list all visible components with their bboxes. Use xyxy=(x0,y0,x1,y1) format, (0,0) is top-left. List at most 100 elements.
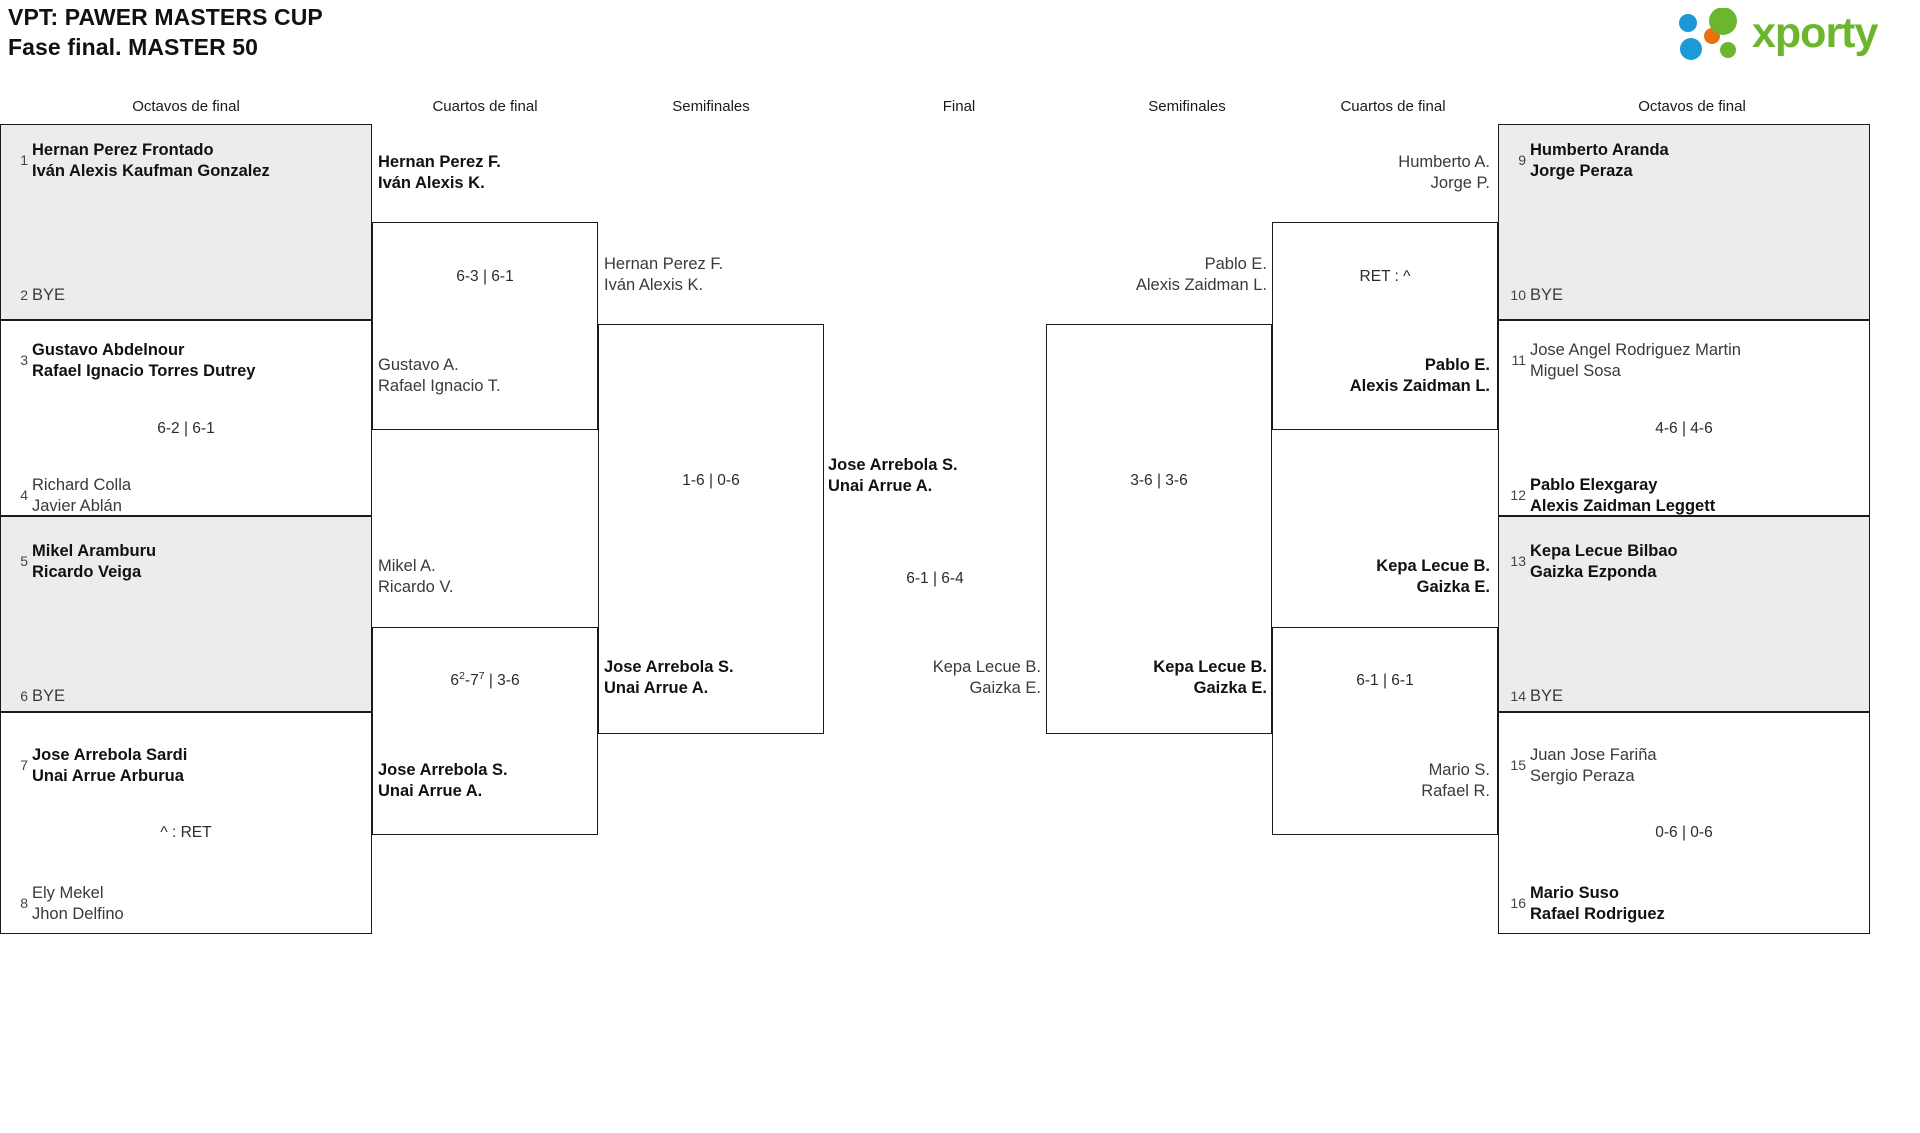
player-name: Iván Alexis Kaufman Gonzalez xyxy=(32,162,270,180)
player-name: Rafael Rodriguez xyxy=(1530,905,1665,923)
bye-label-10: BYE xyxy=(1530,286,1564,304)
round-header-semis-left: Semifinales xyxy=(672,98,750,115)
player-pair-8: Ely Mekel Jhon Delfino xyxy=(32,883,124,925)
seed-number-11: 11 xyxy=(1511,352,1526,368)
bye-label-2: BYE xyxy=(32,286,66,304)
player-pair-left-sf-bottom: Jose Arrebola S. Unai Arrue A. xyxy=(604,657,734,699)
match-box-left-sf[interactable] xyxy=(598,324,824,734)
player-pair-final-bottom: Kepa Lecue B. Gaizka E. xyxy=(824,657,1041,699)
player-name: Rafael Ignacio T. xyxy=(378,377,501,395)
player-pair-right-qf2-top: Kepa Lecue B. Gaizka E. xyxy=(1272,556,1490,598)
match-box-left-o3[interactable] xyxy=(0,516,372,712)
player-name: Ricardo Veiga xyxy=(32,563,142,581)
player-pair-final-top: Jose Arrebola S. Unai Arrue A. xyxy=(828,455,958,497)
match-score-right-o2: 4-6 | 4-6 xyxy=(1655,420,1713,437)
player-name: Richard Colla xyxy=(32,476,132,494)
match-score-final: 6-1 | 6-4 xyxy=(906,570,964,587)
seed-number-10: 10 xyxy=(1510,287,1526,303)
seed-number-7: 7 xyxy=(20,757,28,773)
player-name: Iván Alexis K. xyxy=(604,276,704,294)
player-name: Jose Arrebola S. xyxy=(828,456,958,474)
page-title: VPT: PAWER MASTERS CUP Fase final. MASTE… xyxy=(8,2,323,62)
player-name: Mario S. xyxy=(1428,761,1490,779)
player-name: Rafael R. xyxy=(1421,782,1490,800)
score-set1-games-opp: 7 xyxy=(470,672,479,689)
player-name: Unai Arrue A. xyxy=(828,477,933,495)
match-box-left-o1[interactable] xyxy=(0,124,372,320)
player-name: Jorge Peraza xyxy=(1530,162,1633,180)
round-header-octavos-right: Octavos de final xyxy=(1638,98,1746,115)
match-box-right-o4[interactable] xyxy=(1498,712,1870,934)
logo-wordmark: xporty xyxy=(1752,9,1878,57)
round-header-octavos-left: Octavos de final xyxy=(132,98,240,115)
match-box-right-o3[interactable] xyxy=(1498,516,1870,712)
player-name: Hernan Perez F. xyxy=(604,255,724,273)
player-pair-13: Kepa Lecue Bilbao Gaizka Ezponda xyxy=(1530,541,1678,583)
player-name: Kepa Lecue B. xyxy=(1376,557,1490,575)
score-set1-tiebreak-opp: 7 xyxy=(478,669,485,682)
player-pair-left-sf-top: Hernan Perez F. Iván Alexis K. xyxy=(604,254,723,296)
player-pair-right-qf2-bottom: Mario S. Rafael R. xyxy=(1272,760,1490,802)
match-box-right-o1[interactable] xyxy=(1498,124,1870,320)
player-name: Alexis Zaidman Leggett xyxy=(1530,497,1716,515)
match-box-left-o2[interactable] xyxy=(0,320,372,516)
player-name: Mario Suso xyxy=(1530,884,1619,902)
seed-number-2: 2 xyxy=(20,287,28,303)
match-score-left-sf: 1-6 | 0-6 xyxy=(682,472,740,489)
player-name: Jose Angel Rodriguez Martin xyxy=(1530,341,1741,359)
match-box-left-o4[interactable] xyxy=(0,712,372,934)
player-pair-15: Juan Jose Fariña Sergio Peraza xyxy=(1530,745,1657,787)
round-header-cuartos-left: Cuartos de final xyxy=(432,98,538,115)
player-name: Pablo E. xyxy=(1204,255,1267,273)
logo-dots-icon xyxy=(1679,8,1737,60)
seed-number-13: 13 xyxy=(1510,553,1526,569)
seed-number-3: 3 xyxy=(20,352,28,368)
match-box-right-qf2[interactable] xyxy=(1272,627,1498,835)
player-name: Humberto A. xyxy=(1398,153,1490,171)
player-name: Humberto Aranda xyxy=(1530,141,1669,159)
player-name: Gaizka E. xyxy=(1193,679,1267,697)
player-pair-right-qf1-bottom: Pablo E. Alexis Zaidman L. xyxy=(1272,355,1490,397)
player-name: Mikel Aramburu xyxy=(32,542,157,560)
match-box-right-sf[interactable] xyxy=(1046,324,1272,734)
match-box-left-qf2[interactable] xyxy=(372,627,598,835)
seed-number-1: 1 xyxy=(20,152,28,168)
player-name: Jhon Delfino xyxy=(32,905,124,923)
seed-number-16: 16 xyxy=(1510,895,1526,911)
player-name: Jorge P. xyxy=(1430,174,1490,192)
player-name: Hernan Perez F. xyxy=(378,153,501,171)
seed-number-14: 14 xyxy=(1510,688,1526,704)
player-pair-left-qf2-bottom: Jose Arrebola S. Unai Arrue A. xyxy=(378,760,508,802)
player-pair-4: Richard Colla Javier Ablán xyxy=(32,475,131,517)
match-box-right-o2[interactable] xyxy=(1498,320,1870,516)
player-name: Alexis Zaidman L. xyxy=(1135,276,1267,294)
match-box-right-qf1[interactable] xyxy=(1272,222,1498,430)
match-score-right-qf1: RET : ^ xyxy=(1359,268,1411,285)
score-set1-games: 6 xyxy=(450,672,460,689)
player-name: Gaizka E. xyxy=(1416,578,1490,596)
match-score-right-o4: 0-6 | 0-6 xyxy=(1655,824,1713,841)
player-pair-right-qf1-top: Humberto A. Jorge P. xyxy=(1272,152,1490,194)
seed-number-15: 15 xyxy=(1510,757,1526,773)
player-name: Iván Alexis K. xyxy=(378,174,485,192)
player-name: Pablo E. xyxy=(1424,356,1490,374)
seed-number-9: 9 xyxy=(1518,152,1526,168)
player-name: Mikel A. xyxy=(378,557,436,575)
round-header-cuartos-right: Cuartos de final xyxy=(1340,98,1446,115)
player-name: Jose Arrebola S. xyxy=(378,761,508,779)
player-name: Kepa Lecue Bilbao xyxy=(1530,542,1678,560)
player-name: Jose Arrebola S. xyxy=(604,658,734,676)
player-name: Gaizka E. xyxy=(969,679,1041,697)
player-name: Gaizka Ezponda xyxy=(1530,563,1657,581)
player-name: Jose Arrebola Sardi xyxy=(32,746,188,764)
player-name: Javier Ablán xyxy=(32,497,122,515)
tournament-name: VPT: PAWER MASTERS CUP xyxy=(8,4,323,30)
player-name: Rafael Ignacio Torres Dutrey xyxy=(32,362,256,380)
player-pair-right-sf-bottom: Kepa Lecue B. Gaizka E. xyxy=(1046,657,1267,699)
player-pair-5: Mikel Aramburu Ricardo Veiga xyxy=(32,541,156,583)
score-set1-tiebreak: 2 xyxy=(459,669,465,682)
match-box-left-qf1[interactable] xyxy=(372,222,598,430)
player-name: Unai Arrue A. xyxy=(604,679,709,697)
player-name: Kepa Lecue B. xyxy=(932,658,1041,676)
player-name: Ricardo V. xyxy=(378,578,454,596)
